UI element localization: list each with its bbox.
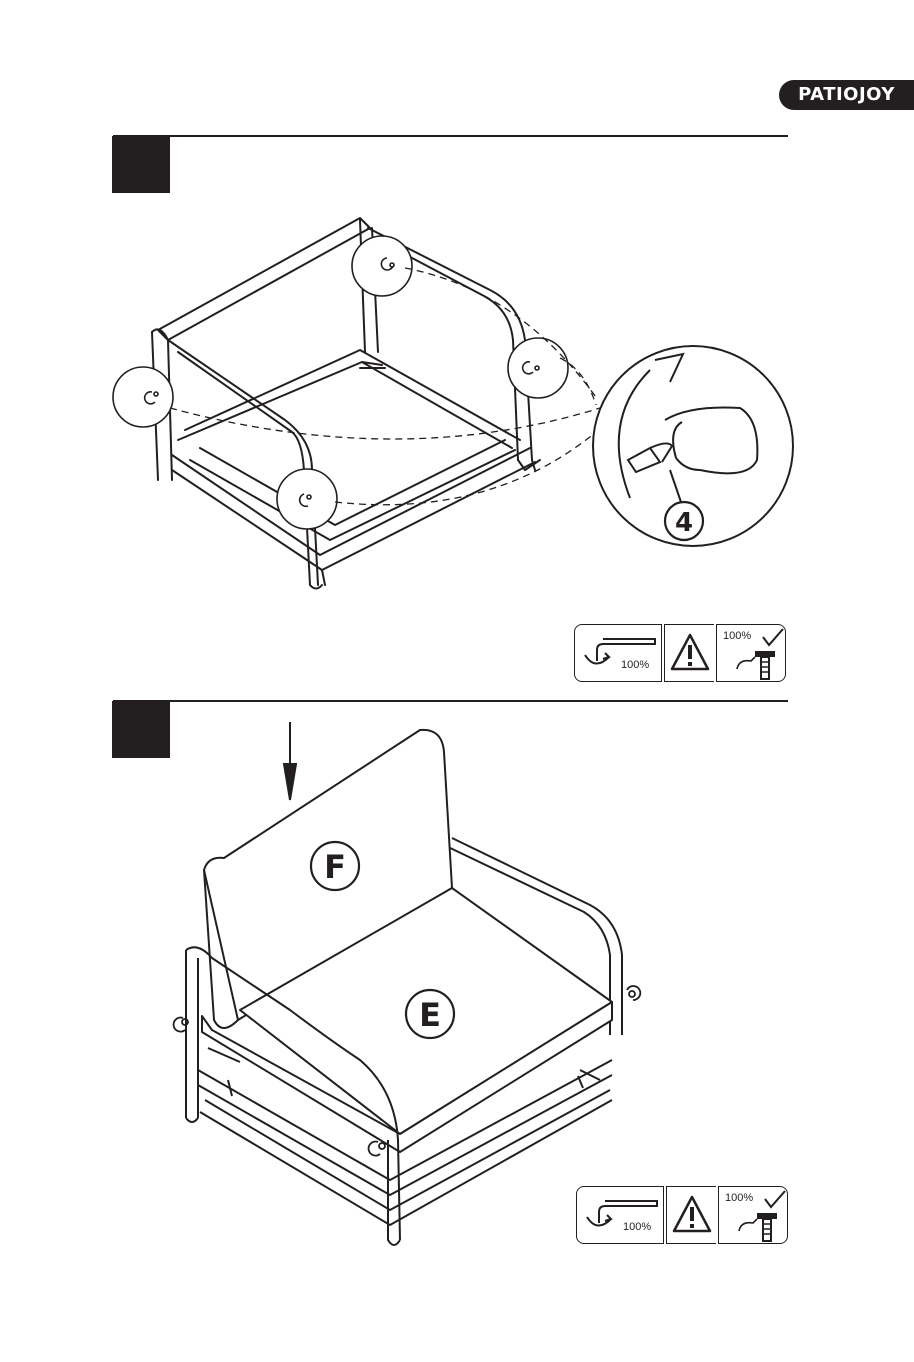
hand-tighten-bolt-icon: 100% xyxy=(718,1186,788,1244)
warning-icon xyxy=(664,624,714,682)
wrench-percent-label: 100% xyxy=(621,659,649,671)
step-1-number-box xyxy=(112,136,170,193)
step-1-tool-panel: 100% 100% xyxy=(574,624,786,684)
detail-circle-front-left xyxy=(113,367,173,427)
detail-circle-back-right xyxy=(508,338,568,398)
callout-number: 4 xyxy=(675,508,693,538)
hex-wrench-icon: 100% xyxy=(574,624,662,682)
detail-circle-front-right xyxy=(277,469,337,529)
part-F-label: F xyxy=(324,848,346,886)
brand-logo: PATIOJOY xyxy=(779,80,914,110)
step-2-tool-panel: 100% 100% xyxy=(576,1186,788,1246)
step-1-rule xyxy=(113,135,788,137)
hand-tighten-bolt-icon: 100% xyxy=(716,624,786,682)
frame-assembly-diagram: 4 xyxy=(0,190,914,610)
wrench-percent-label: 100% xyxy=(623,1221,651,1233)
cushion-placement-diagram: F E xyxy=(0,715,914,1255)
part-E-label: E xyxy=(419,996,441,1034)
warning-icon xyxy=(666,1186,716,1244)
step-2-rule xyxy=(113,700,788,702)
hex-wrench-icon: 100% xyxy=(576,1186,664,1244)
